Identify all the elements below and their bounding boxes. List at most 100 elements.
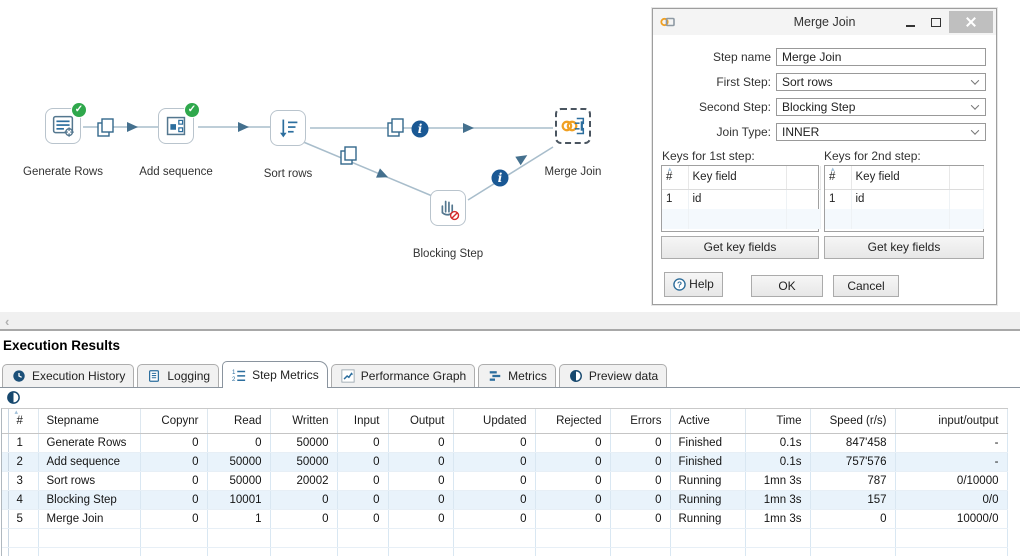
second-step-select[interactable]: Blocking Step [776, 98, 986, 116]
column-header-stepname[interactable]: Stepname [38, 409, 141, 434]
key-cell [688, 209, 787, 229]
first-step-label: First Step: [716, 75, 771, 89]
column-header-input-output[interactable]: input/output [895, 409, 1008, 434]
cell [207, 547, 271, 556]
column-header-input[interactable]: Input [337, 409, 389, 434]
column-header-rejected[interactable]: Rejected [535, 409, 611, 434]
column-header-time[interactable]: Time [745, 409, 811, 434]
cell [810, 528, 896, 548]
column-header-updated[interactable]: Updated [453, 409, 536, 434]
tab-execution-history[interactable]: Execution History [2, 364, 135, 387]
hop-add-sequence-to-sort-rows[interactable] [198, 122, 270, 132]
tab-preview-data[interactable]: Preview data [558, 364, 668, 387]
copy-rows-icon [340, 146, 357, 165]
column-header-written[interactable]: Written [270, 409, 338, 434]
hop-sort-rows-to-blocking-step[interactable] [300, 140, 438, 199]
eye-icon[interactable] [6, 390, 21, 405]
key-cell: id [851, 189, 950, 209]
step-merge-join[interactable]: Merge Join [525, 108, 621, 180]
help-button[interactable]: ?Help [664, 272, 723, 297]
cell: Merge Join [38, 509, 141, 529]
cell: 0 [453, 433, 536, 453]
step-name-input[interactable] [776, 48, 986, 66]
dialog-title: Merge Join [793, 15, 856, 29]
key-cell: 1 [825, 189, 852, 209]
column-header--[interactable]: #▴ [8, 409, 39, 434]
get-key-fields-2nd-button[interactable]: Get key fields [824, 236, 984, 259]
hop-info-icon[interactable]: i [491, 169, 509, 187]
scroll-left-icon[interactable]: ‹ [5, 314, 10, 329]
keys-2nd-caption: Keys for 2nd step: [824, 149, 921, 163]
step-blocking-step[interactable]: Blocking Step [400, 190, 496, 262]
key-column-header[interactable] [786, 166, 821, 190]
step-generate-rows[interactable]: ✓ Generate Rows [15, 102, 111, 180]
column-header-errors[interactable]: Errors [610, 409, 671, 434]
table-row[interactable] [2, 547, 1008, 556]
cell: 0 [270, 509, 338, 529]
cell [38, 528, 141, 548]
cell: 0 [610, 490, 671, 510]
cell: 1mn 3s [745, 471, 811, 491]
column-header-output[interactable]: Output [388, 409, 454, 434]
tab-logging[interactable]: Logging [137, 364, 220, 387]
close-button[interactable] [949, 11, 993, 33]
hop-info-icon[interactable]: i [411, 120, 429, 138]
key-cell [825, 209, 852, 229]
minimize-button[interactable] [897, 11, 923, 33]
hop-blocking-step-to-merge-join[interactable] [467, 146, 554, 201]
cancel-button[interactable]: Cancel [833, 275, 899, 297]
cell: 0 [337, 471, 389, 491]
tab-label: Execution History [32, 369, 126, 383]
cell: 2 [8, 452, 39, 472]
canvas-hscrollbar[interactable]: ‹ [0, 312, 1020, 331]
get-key-fields-1st-button[interactable]: Get key fields [661, 236, 819, 259]
column-header-speed-r-s-[interactable]: Speed (r/s) [810, 409, 896, 434]
key-column-header[interactable]: #▴ [662, 166, 689, 190]
cell: Blocking Step [38, 490, 141, 510]
key-cell [851, 209, 950, 229]
cell: 787 [810, 471, 896, 491]
first-step-select[interactable]: Sort rows [776, 73, 986, 91]
maximize-button[interactable] [923, 11, 949, 33]
step-sort-rows[interactable]: Sort rows [240, 110, 336, 182]
column-header-active[interactable]: Active [670, 409, 746, 434]
tab-performance-graph[interactable]: Performance Graph [330, 364, 476, 387]
cell: 50000 [207, 471, 271, 491]
cell [453, 547, 536, 556]
key-column-header[interactable]: #▴ [825, 166, 852, 190]
key-row[interactable] [825, 209, 984, 229]
cell: 0 [337, 452, 389, 472]
join-type-select[interactable]: INNER [776, 123, 986, 141]
cell: Running [670, 509, 746, 529]
merge-join-icon [555, 108, 591, 144]
column-header-copynr[interactable]: Copynr [140, 409, 208, 434]
tab-label: Logging [167, 369, 211, 383]
key-column-header[interactable]: Key field [851, 166, 950, 190]
key-column-header[interactable] [949, 166, 984, 190]
hop-sort-rows-to-merge-join[interactable] [310, 123, 553, 133]
column-header-read[interactable]: Read [207, 409, 271, 434]
tab-metrics[interactable]: Metrics [478, 364, 556, 387]
key-row[interactable] [662, 209, 821, 229]
key-column-header[interactable]: Key field [688, 166, 787, 190]
dialog-titlebar[interactable]: Merge Join [653, 9, 996, 35]
table-row[interactable] [2, 528, 1008, 548]
hop-generate-rows-to-add-sequence[interactable] [83, 122, 158, 132]
ok-button[interactable]: OK [751, 275, 823, 297]
second-step-label: Second Step: [698, 100, 771, 114]
step-add-sequence[interactable]: ✓ Add sequence [128, 102, 224, 180]
key-cell [949, 189, 984, 209]
chevron-down-icon [966, 100, 984, 114]
